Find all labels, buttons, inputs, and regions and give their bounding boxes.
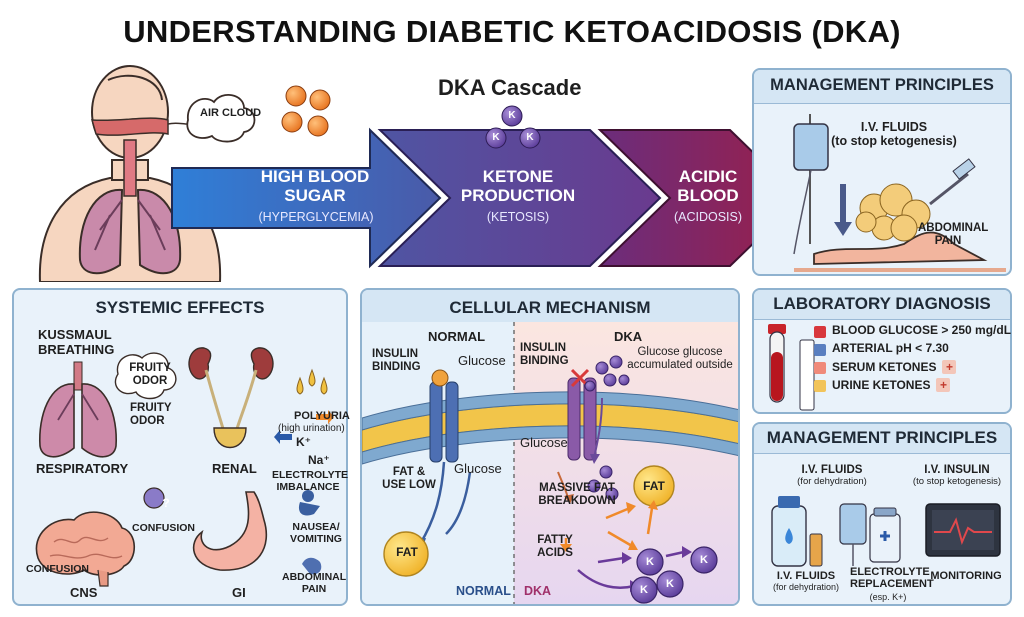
mgmt-iv-fluids: I.V. FLUIDS bbox=[801, 464, 863, 476]
management-equipment-illustration bbox=[771, 496, 1001, 567]
management-top-iv-fluids: I.V. FLUIDS bbox=[860, 120, 928, 134]
fat-dka-label: FAT bbox=[643, 479, 665, 493]
glucose-dot bbox=[307, 115, 329, 137]
mgmt-iv-fluids-sub: (for dehydration) bbox=[797, 476, 867, 487]
ketone-symbol: K bbox=[646, 556, 654, 568]
ketone-symbol: K bbox=[666, 578, 674, 590]
cns-label: CNS bbox=[70, 585, 98, 600]
management-principles-bottom-panel: MANAGEMENT PRINCIPLES I.V. FLUIDS (for d… bbox=[752, 422, 1012, 606]
management-top-heading: MANAGEMENT PRINCIPLES bbox=[770, 76, 994, 94]
mgmt-iv-fluids-2-sub: (for dehydration) bbox=[772, 582, 840, 592]
insulin-binding-dka: INSULIN BINDING bbox=[520, 342, 569, 367]
normal-footer: NORMAL bbox=[456, 584, 511, 598]
ketone-dot bbox=[485, 127, 507, 149]
glucose-dot bbox=[281, 111, 303, 133]
air-cloud-label: AIR CLOUD bbox=[200, 107, 262, 119]
sodium-label: Na⁺ bbox=[308, 453, 330, 467]
fatty-acids-label: FATTY ACIDS bbox=[537, 534, 573, 559]
iv-drip-abdomen-illustration bbox=[793, 114, 1006, 272]
ketone-symbol: K bbox=[640, 584, 648, 596]
systemic-effects-illustration bbox=[35, 347, 334, 587]
fruity-odor-cloud: FRUITY ODOR bbox=[129, 362, 171, 387]
laboratory-diagnosis-panel: LABORATORY DIAGNOSIS BLOOD GLUCOSE > 250… bbox=[752, 288, 1012, 414]
step-acidic-blood-sub: (ACIDOSIS) bbox=[673, 210, 743, 224]
fat-use-low-label: FAT & USE LOW bbox=[382, 466, 436, 491]
page-title: UNDERSTANDING DIABETIC KETOACIDOSIS (DKA… bbox=[123, 14, 901, 49]
cell-membrane-illustration bbox=[362, 322, 738, 604]
lab-heading: LABORATORY DIAGNOSIS bbox=[773, 294, 991, 313]
systemic-effects-panel: SYSTEMIC EFFECTS KUSSMAUL BREATH bbox=[12, 288, 350, 606]
management-top-iv-fluids-sub: (to stop ketogenesis) bbox=[831, 134, 957, 148]
management-bottom-heading: MANAGEMENT PRINCIPLES bbox=[766, 428, 998, 447]
lab-arterial-ph: ARTERIAL pH < 7.30 bbox=[832, 341, 949, 355]
confusion-left-label: CONFUSION bbox=[26, 563, 89, 575]
nausea-vomiting-label: NAUSEA/ VOMITING bbox=[290, 521, 342, 545]
glucose-normal-inside: Glucose bbox=[454, 461, 502, 476]
fruity-odor-label: FRUITY ODOR bbox=[130, 402, 172, 427]
normal-title: NORMAL bbox=[428, 329, 486, 344]
renal-label: RENAL bbox=[212, 461, 257, 476]
glucose-dot bbox=[285, 85, 307, 107]
blood-tube-icon bbox=[768, 324, 815, 411]
arrow-high-blood-sugar bbox=[171, 127, 442, 269]
ketone-symbol: K bbox=[700, 554, 708, 566]
dka-cascade-graphic bbox=[38, 65, 760, 282]
gi-label: GI bbox=[232, 585, 246, 600]
ketone-symbol: K bbox=[526, 132, 534, 143]
ketone-symbol: K bbox=[508, 110, 516, 121]
glucose-dot bbox=[309, 89, 331, 111]
insulin-binding-normal: INSULIN BINDING bbox=[372, 348, 421, 373]
glucose-dka-label: Glucose bbox=[520, 435, 568, 450]
mgmt-iv-insulin: I.V. INSULIN bbox=[924, 464, 990, 476]
lab-blood-glucose: BLOOD GLUCOSE > 250 mg/dL bbox=[832, 323, 1012, 337]
lab-serum-ketones: SERUM KETONES+ bbox=[832, 360, 957, 374]
polyuria-label: POLYURIA bbox=[294, 410, 350, 422]
polyuria-sub: (high urination) bbox=[278, 423, 345, 434]
glucose-normal-outside: Glucose bbox=[458, 353, 506, 368]
management-top-abdominal-pain: ABDOMINAL PAIN bbox=[918, 222, 989, 247]
dka-footer: DKA bbox=[524, 584, 552, 598]
mgmt-electrolyte-sub: (esp. K+) bbox=[869, 592, 907, 602]
electrolyte-imbalance-label: ELECTROLYTE IMBALANCE bbox=[272, 469, 349, 493]
arrow-acidic-blood bbox=[597, 129, 760, 267]
mgmt-electrolyte-replacement: ELECTROLYTE REPLACEMENT bbox=[850, 566, 934, 591]
step-acidic-blood-label: ACIDIC BLOOD bbox=[677, 167, 739, 205]
potassium-label: K⁺ bbox=[296, 435, 311, 449]
fat-normal-label: FAT bbox=[396, 545, 418, 559]
management-principles-top-panel: MANAGEMENT PRINCIPLES I.V. FLUIDS (to st… bbox=[752, 68, 1012, 276]
lab-swatch-arterial-ph bbox=[814, 344, 826, 356]
step-ketone-production-label: KETONE PRODUCTION bbox=[460, 167, 576, 205]
kussmaul-breathing: KUSSMAUL BREATHING bbox=[38, 327, 115, 357]
mgmt-iv-insulin-sub: (to stop ketogenesis) bbox=[912, 476, 1002, 487]
cascade-heading: DKA Cascade bbox=[438, 75, 582, 100]
step-high-blood-sugar-label: HIGH BLOOD SUGAR bbox=[260, 167, 370, 205]
positive-badge: + bbox=[942, 360, 957, 374]
massive-fat-breakdown-label: MASSIVE FAT BREAKDOWN bbox=[538, 482, 616, 507]
arrow-ketone-production bbox=[377, 129, 662, 267]
lab-swatch-serum-ketones bbox=[814, 362, 826, 374]
lab-swatch-blood-glucose bbox=[814, 326, 826, 338]
mgmt-iv-fluids-2: I.V. FLUIDS bbox=[776, 570, 836, 582]
glucose-accumulated-outside: Glucose glucose accumulated outside bbox=[627, 346, 733, 371]
dka-title: DKA bbox=[614, 329, 643, 344]
confusion-right-label: CONFUSION bbox=[132, 522, 195, 534]
respiratory-label: RESPIRATORY bbox=[36, 461, 129, 476]
ketone-dot bbox=[519, 127, 541, 149]
systemic-heading: SYSTEMIC EFFECTS bbox=[95, 298, 265, 317]
cellular-mechanism-panel: CELLULAR MECHANISM bbox=[360, 288, 740, 606]
abdominal-pain-label: ABDOMINAL PAIN bbox=[282, 571, 347, 595]
ketone-symbol: K bbox=[492, 132, 500, 143]
step-high-blood-sugar-sub: (HYPERGLYCEMIA) bbox=[258, 210, 374, 224]
lab-swatch-urine-ketones bbox=[814, 380, 826, 392]
step-ketone-production-sub: (KETOSIS) bbox=[486, 210, 550, 224]
lab-urine-ketones: URINE KETONES+ bbox=[832, 378, 951, 392]
positive-badge: + bbox=[936, 378, 951, 392]
mgmt-monitoring: MONITORING bbox=[930, 570, 1002, 582]
cellular-heading: CELLULAR MECHANISM bbox=[449, 298, 651, 317]
question-icon: ? bbox=[162, 496, 170, 510]
air-cloud-shape bbox=[186, 94, 256, 143]
ketone-dot bbox=[501, 105, 523, 127]
